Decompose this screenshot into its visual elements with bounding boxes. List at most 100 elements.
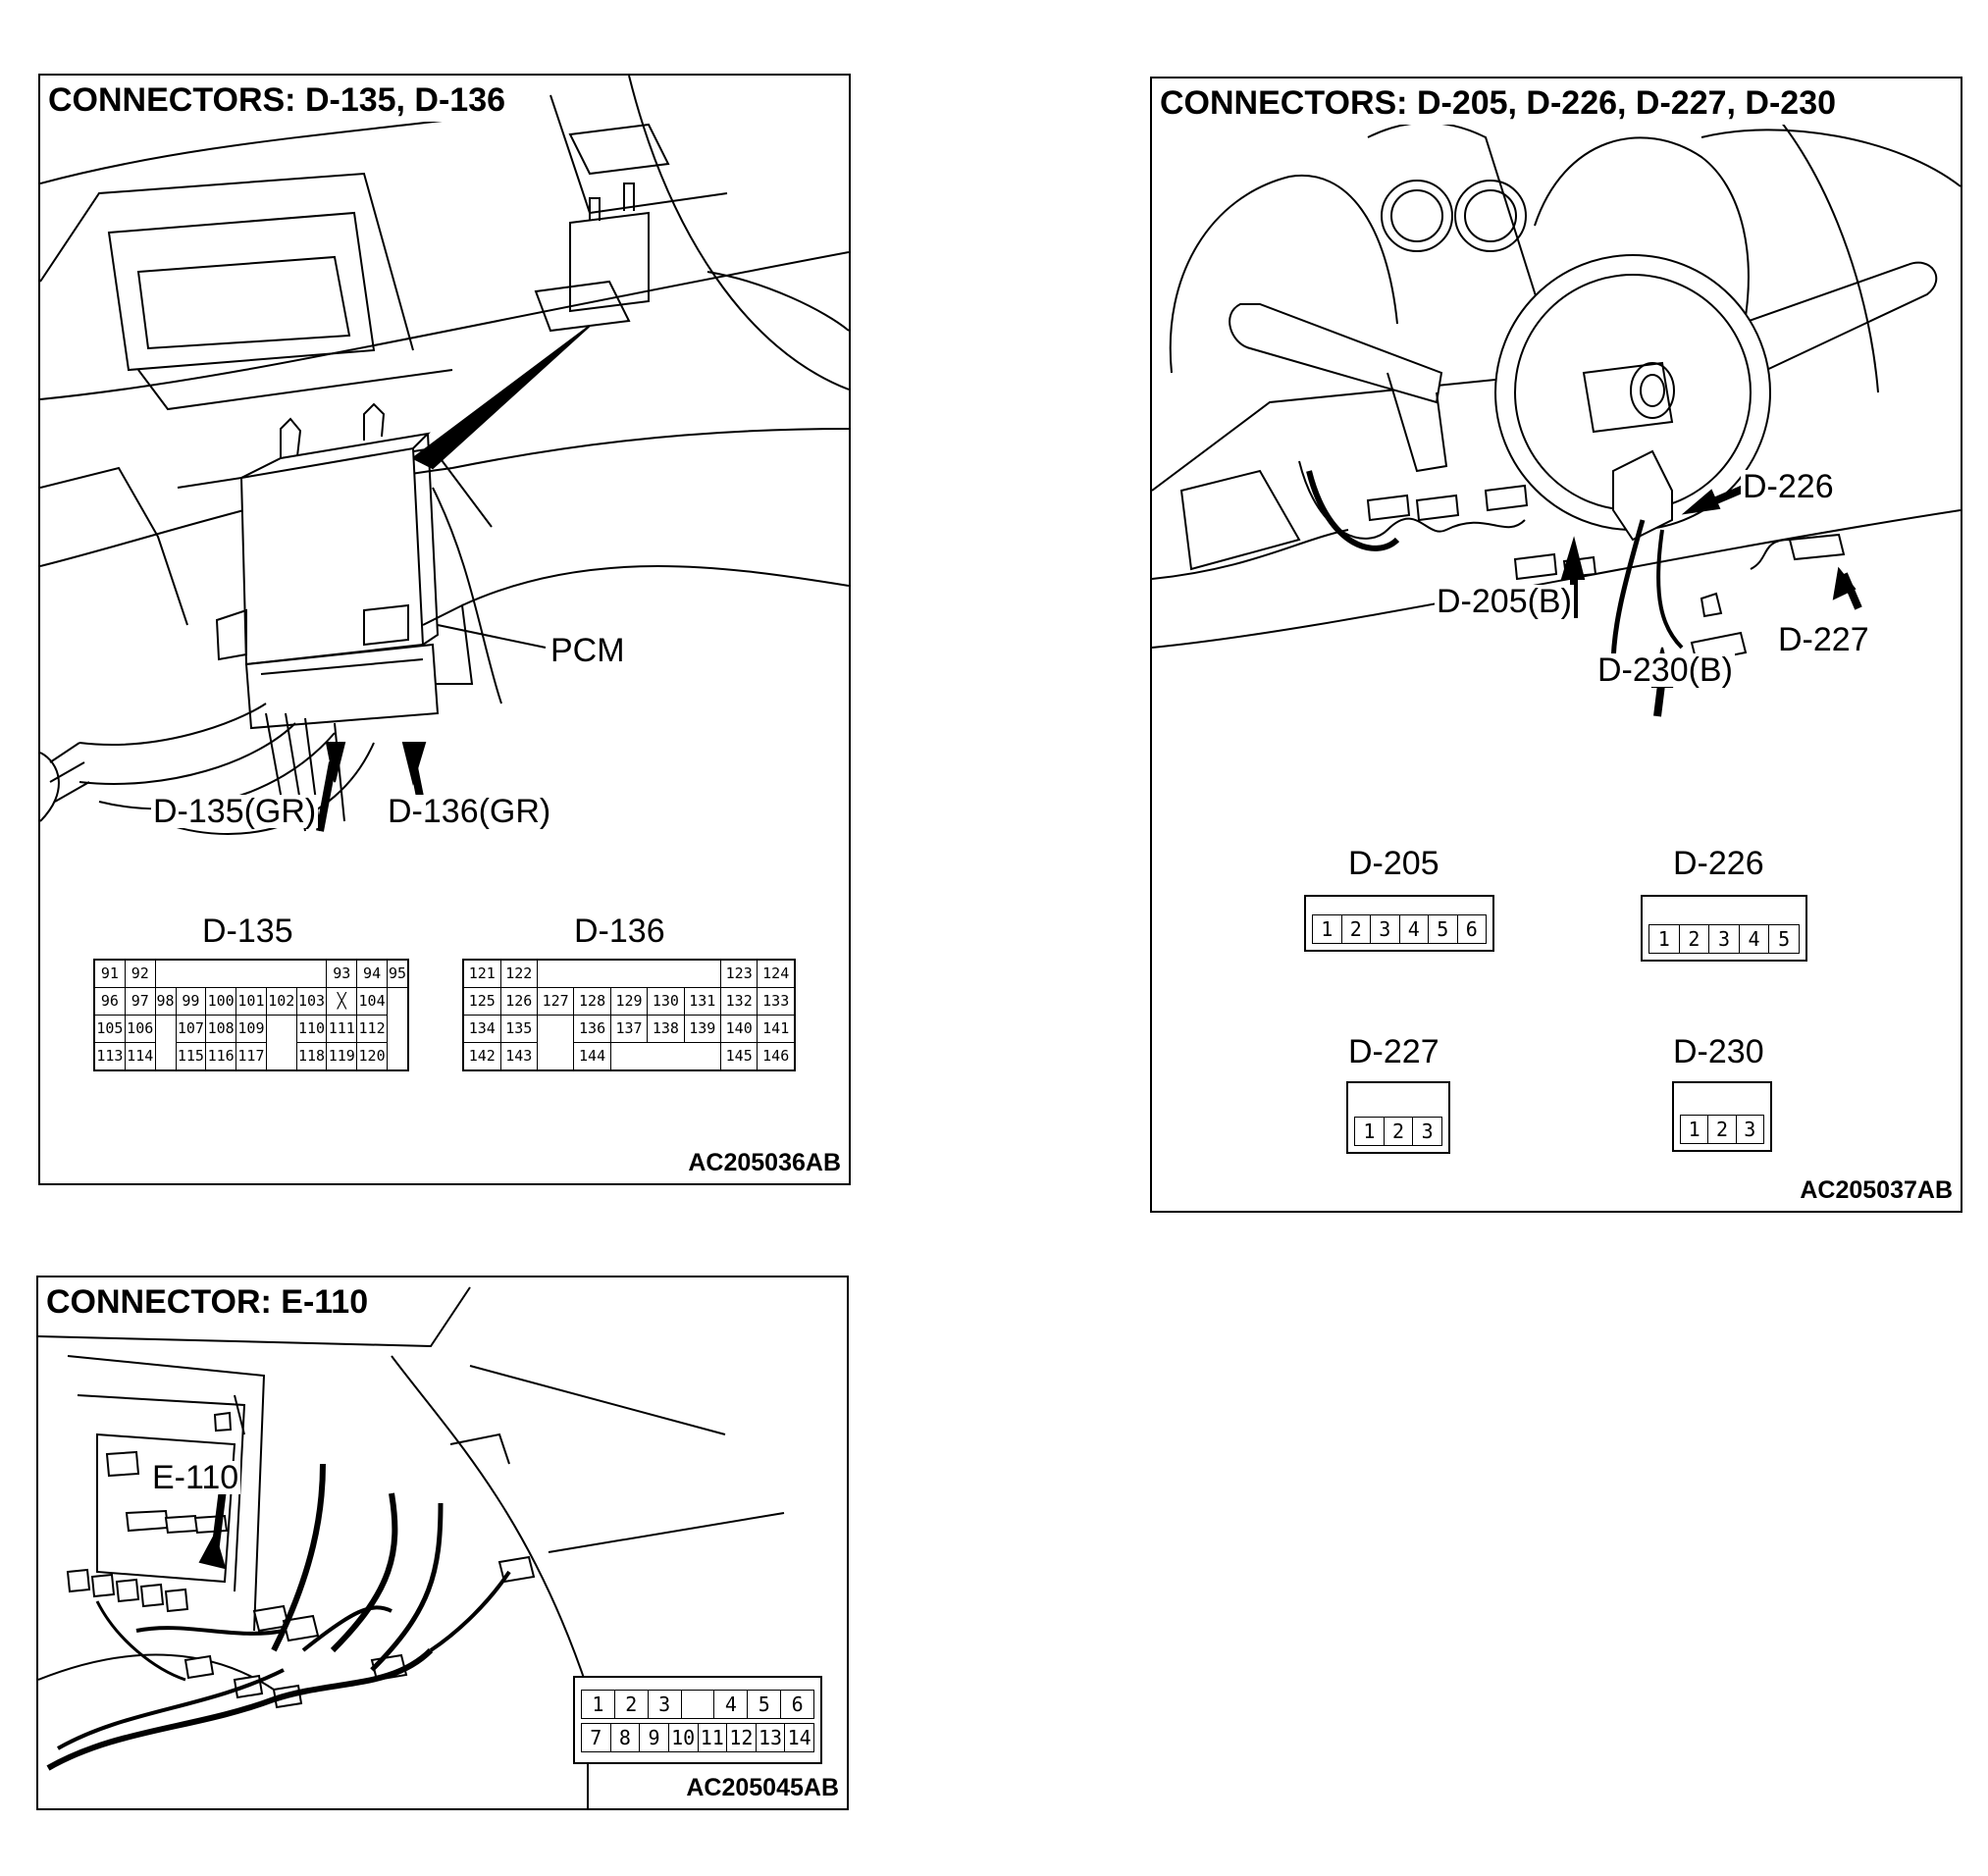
d205-location-label: D-205(B) <box>1435 583 1574 620</box>
d227-location-label: D-227 <box>1776 621 1871 658</box>
pin-number: 8 <box>611 1724 641 1751</box>
pin-cell: 125 <box>462 987 501 1016</box>
figure-code: AC205037AB <box>1800 1176 1953 1205</box>
pin-cell: 103 <box>295 987 328 1016</box>
pin-cell: 106 <box>124 1015 156 1043</box>
pin-cell: 136 <box>573 1015 611 1043</box>
blank-pin-cell: ╳ <box>326 987 358 1016</box>
pin-cell: 138 <box>647 1015 685 1043</box>
pin-number: 9 <box>640 1724 669 1751</box>
figure-code: AC205036AB <box>688 1149 841 1177</box>
pin-cell: 94 <box>356 959 388 988</box>
pin-number: 2 <box>1708 1116 1737 1143</box>
pin-cell <box>266 1016 296 1043</box>
pin-cell: 127 <box>536 987 575 1016</box>
pin-cell: 142 <box>462 1042 501 1071</box>
pin-cell: 112 <box>356 1015 388 1043</box>
pin-number: 2 <box>615 1691 649 1718</box>
pin-cell: 96 <box>93 987 126 1016</box>
pin-number: 4 <box>1740 925 1770 953</box>
e110-location-illustration <box>38 1286 785 1808</box>
pin-number: 12 <box>727 1724 757 1751</box>
pin-cell <box>537 1016 573 1043</box>
d226-location-label: D-226 <box>1741 468 1836 505</box>
pin-number: 7 <box>582 1724 611 1751</box>
pin-cell: 113 <box>93 1042 126 1071</box>
pin-number: 6 <box>791 1693 804 1716</box>
d136-connector-title: D-136 <box>574 912 665 950</box>
pin-number <box>682 1691 715 1718</box>
pin-cell: 133 <box>757 987 796 1016</box>
pin-cell <box>610 960 647 988</box>
pin-number: 6 <box>1465 917 1478 941</box>
pin-cell <box>537 960 573 988</box>
pin-number: 3 <box>1709 925 1740 953</box>
figure-code: AC205045AB <box>686 1774 839 1802</box>
pin-number: 3 <box>1421 1120 1434 1143</box>
pin-cell <box>176 960 206 988</box>
pin-number: 4 <box>1400 915 1429 943</box>
e110-location-label: E-110 <box>150 1459 241 1496</box>
pin-cell: 130 <box>647 987 685 1016</box>
pin-cell: 146 <box>757 1042 796 1071</box>
pin-cell: 111 <box>326 1015 358 1043</box>
pin-cell: 137 <box>609 1015 649 1043</box>
pin-cell: 99 <box>175 987 207 1016</box>
pin-number: 2 <box>1385 1118 1414 1145</box>
pin-cell: 105 <box>93 1015 126 1043</box>
pin-number: 5 <box>1429 915 1458 943</box>
pin-cell <box>155 960 176 988</box>
pin-number: 10 <box>669 1724 699 1751</box>
pin-number: 3 <box>649 1691 682 1718</box>
pin-cell <box>155 1016 176 1043</box>
panel-title: CONNECTORS: D-135, D-136 <box>48 81 510 122</box>
pin-cell: 129 <box>609 987 649 1016</box>
pin-number: 14 <box>787 1726 811 1749</box>
pin-number: 2 <box>1342 915 1371 943</box>
pin-cell: 107 <box>175 1015 207 1043</box>
pin-cell: 95 <box>386 959 409 988</box>
pin-number: 1 <box>1313 915 1342 943</box>
pin-number: 2 <box>1680 925 1710 953</box>
pin-cell <box>266 960 296 988</box>
pin-cell: 119 <box>326 1042 358 1071</box>
pin-number: 1 <box>1681 1116 1709 1143</box>
pin-cell <box>537 1043 573 1071</box>
pin-number: 5 <box>748 1691 782 1718</box>
pin-number: 4 <box>714 1691 749 1718</box>
pin-cell: 128 <box>573 987 611 1016</box>
pin-number: 13 <box>757 1724 786 1751</box>
d230-location-label: D-230(B) <box>1596 651 1735 689</box>
pin-cell: 115 <box>175 1042 207 1071</box>
pin-number: 5 <box>1778 927 1791 951</box>
pin-cell: 100 <box>205 987 237 1016</box>
pcm-label: PCM <box>549 632 627 669</box>
pin-cell: 118 <box>295 1042 328 1071</box>
pin-cell: 143 <box>499 1042 538 1071</box>
d135-location-label: D-135(GR) <box>151 793 319 830</box>
panel-title: CONNECTOR: E-110 <box>46 1283 373 1324</box>
pin-number: 1 <box>582 1691 615 1718</box>
pin-cell: 98 <box>154 987 177 1016</box>
pin-cell: 145 <box>719 1042 759 1071</box>
pin-cell: 134 <box>462 1015 501 1043</box>
pin-cell: 110 <box>295 1015 328 1043</box>
pin-cell: 120 <box>356 1042 388 1071</box>
pin-number: 3 <box>1744 1118 1756 1141</box>
pin-cell <box>266 1043 296 1071</box>
pin-cell: 132 <box>719 987 759 1016</box>
